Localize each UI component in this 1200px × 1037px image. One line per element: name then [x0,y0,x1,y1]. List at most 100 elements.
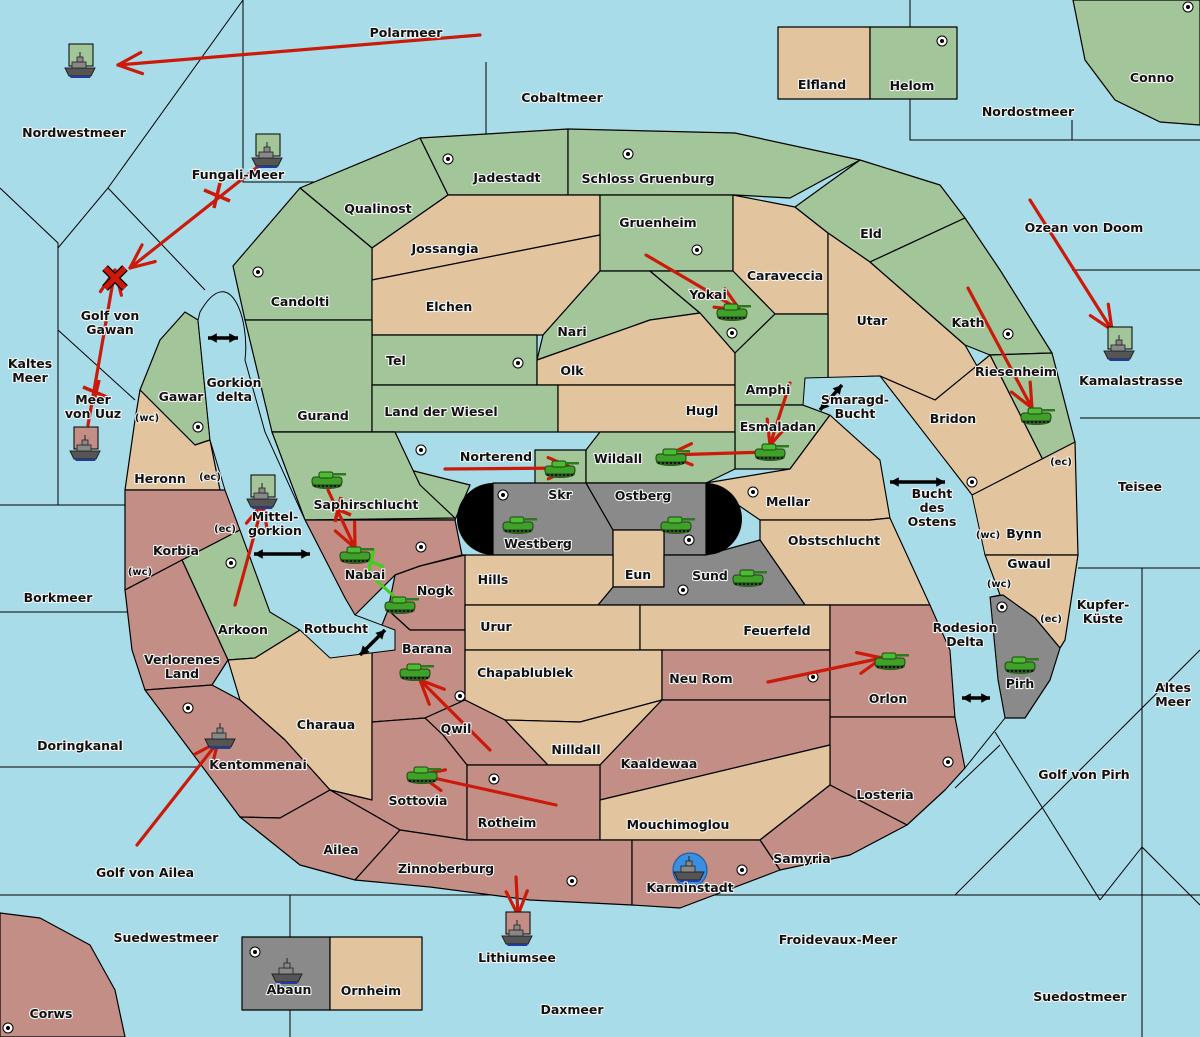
territory-label-candolti: Candolti [271,294,330,309]
territory-label-losteria: Losteria [856,787,913,802]
fleet-unit[interactable] [1103,326,1135,362]
supply-center-icon [225,557,237,569]
fleet-unit[interactable] [251,133,283,169]
connection-arrow-head [890,477,899,487]
territory-label-barana: Barana [402,641,452,656]
sea-label-doringkanal: Doringkanal [37,738,123,753]
sea-border [954,744,1001,789]
territory-gruenheim[interactable] [599,194,734,272]
territory-helom[interactable] [869,26,958,100]
connection-arrow-head [820,400,830,410]
territory-label-orlon: Orlon [869,691,908,706]
territory-label-gwaul: Gwaul [1007,556,1050,571]
territory-label-qwil: Qwil [441,721,472,736]
connection-arrow-head [375,630,385,640]
support-line [363,568,400,602]
move-arrow-head [504,890,520,917]
connection-arrow-head [301,549,310,559]
territory-label-gruenheim: Gruenheim [619,215,696,230]
coast-marker-bynn-ec: (ec) [1050,457,1072,468]
labels: PolarmeerNordwestmeerCobaltmeerNordostme… [7,24,1193,1022]
territory-label-nabai: Nabai [345,567,386,582]
move-arrow [116,33,482,67]
territory-label-hugl: Hugl [686,403,719,418]
fail-marker [203,182,231,209]
move-arrow-head [1106,302,1114,332]
sea-border [954,649,1200,896]
territory-label-zinnoberburg: Zinnoberburg [398,861,494,876]
territory-label-caraveccia: Caraveccia [747,268,823,283]
sea-label-borkmeer: Borkmeer [24,590,94,605]
territory-label-conno: Conno [1130,70,1175,85]
supply-center-icon [942,756,954,768]
coast-marker-gwaul-wc: (wc) [987,579,1011,590]
move-arrow-head [516,889,529,917]
supply-center-icon [1182,1,1194,13]
inland-sea[interactable] [197,291,396,659]
move-arrow [233,501,265,607]
territory-label-ailea: Ailea [323,842,358,857]
territory-label-norterend: Norterend [460,449,532,464]
territory-label-mellar: Mellar [766,494,811,509]
territory-label-gawar: Gawar [159,389,205,404]
connection-arrow-head [936,477,945,487]
sea-label-nordwestmeer: Nordwestmeer [22,125,127,140]
fleet-unit[interactable] [64,43,96,79]
connection-arrow-head [981,693,990,703]
territory-conno[interactable] [1072,0,1200,126]
supply-center-icon [747,486,759,498]
sea-label-nordostmeer: Nordostmeer [982,104,1075,119]
sea-border [1099,846,1143,901]
territory-label-nari: Nari [557,324,586,339]
sea-label-teisee: Teisee [1118,479,1162,494]
fleet-unit[interactable] [501,911,533,947]
move-arrow [966,286,1034,410]
impassable-east [706,483,742,555]
connection-arrow-head [832,385,842,395]
fleet-unit[interactable] [672,852,708,888]
territory-saphirschlucht[interactable] [271,431,456,521]
move-arrow [1028,198,1114,332]
territory-label-obstschlucht: Obstschlucht [788,533,880,548]
territory-schloss-gruenburg[interactable] [567,128,861,199]
supply-center-icon [936,35,948,47]
sea-label-golf-von-pirh: Golf von Pirh [1038,767,1129,782]
territory-label-olk: Olk [560,363,584,378]
territory-corws[interactable] [0,912,126,1037]
territory-label-eld: Eld [860,226,882,241]
territory-label-kath: Kath [952,315,985,330]
inland-sea[interactable] [802,375,1006,770]
territory-label-gurand: Gurand [297,408,349,423]
supply-center-icon [736,864,748,876]
territory-label-yokai: Yokai [688,287,727,302]
move-arrow [766,656,884,684]
territory-label-hills: Hills [478,572,509,587]
territory-label-schloss-gruenburg: Schloss Gruenburg [581,171,714,186]
territory-label-amphi: Amphi [746,382,791,397]
move-arrow [514,875,520,917]
sea-label-mittel-gorkion: Mittel-gorkion [248,509,302,538]
sea-label-polarmeer: Polarmeer [370,25,444,40]
fail-marker [324,496,352,523]
fleet-unit[interactable] [69,426,101,462]
supply-center-icon [566,875,578,887]
supply-center-icon [192,421,204,433]
territory-label-sund: Sund [692,568,728,583]
territory-label-elfland: Elfland [798,77,846,92]
supply-center-icon [2,1022,14,1034]
move-arrow-head [768,424,789,447]
sea-label-suedwestmeer: Suedwestmeer [114,930,220,945]
fleet-unit[interactable] [246,474,278,510]
sea-label-smaragd-bucht: Smaragd-Bucht [821,392,889,421]
territory-ornheim[interactable] [329,936,423,1011]
territory-label-utar: Utar [857,313,889,328]
move-arrow-head [1028,380,1034,410]
territory-label-helom: Helom [890,78,935,93]
supply-center-icon [726,327,738,339]
supply-center-icon [966,476,978,488]
